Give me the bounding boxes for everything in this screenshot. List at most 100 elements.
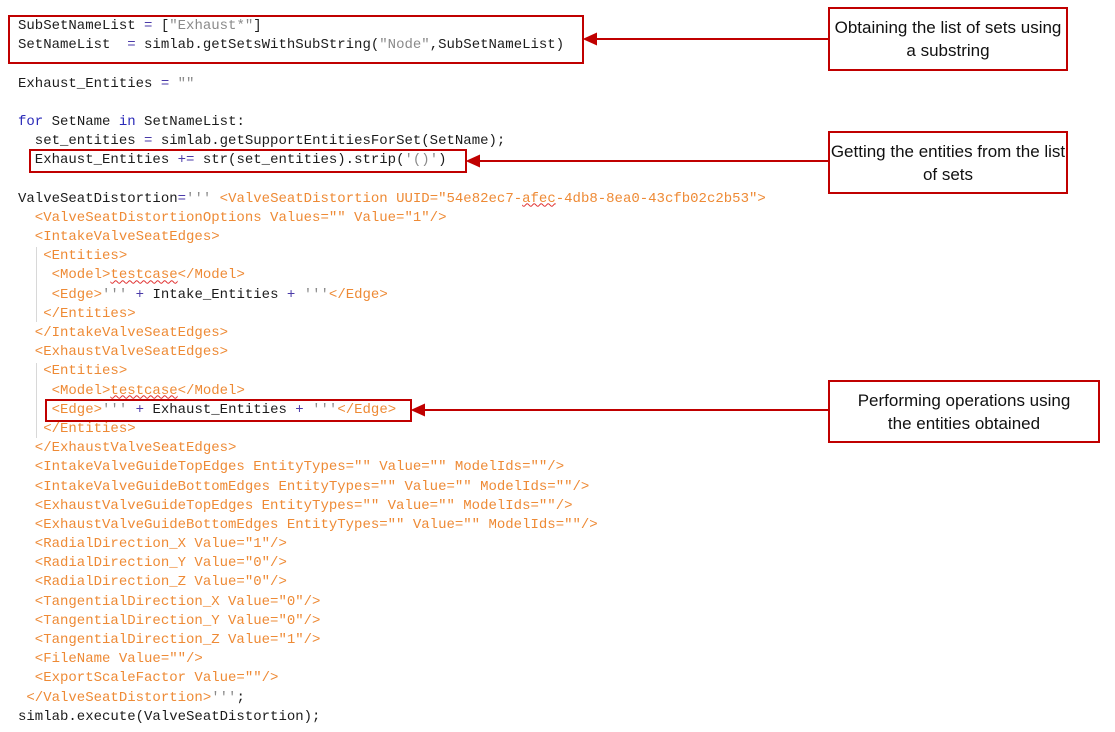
- code-line: </ValveSeatDistortion>''';: [18, 689, 766, 708]
- annotation-text: Obtaining the list of sets using a subst…: [834, 18, 1062, 60]
- code-token: +: [278, 286, 304, 303]
- code-token: <ValveSeatDistortionOptions Values="" Va…: [18, 209, 447, 226]
- code-token: ''': [312, 401, 338, 418]
- code-token: <IntakeValveSeatEdges>: [18, 229, 220, 246]
- code-token: ''': [102, 401, 128, 418]
- code-token: </Entities>: [18, 305, 136, 322]
- code-line: <ExhaustValveGuideTopEdges EntityTypes="…: [18, 497, 766, 516]
- code-token: simlab.getSupportEntitiesForSet(SetName)…: [152, 133, 506, 150]
- code-token: simlab.execute(ValveSeatDistortion);: [18, 708, 321, 725]
- code-line: <IntakeValveGuideTopEdges EntityTypes=""…: [18, 458, 766, 477]
- code-line: <Edge>''' + Intake_Entities + '''</Edge>: [18, 286, 766, 305]
- code-line: set_entities = simlab.getSupportEntities…: [18, 132, 766, 151]
- code-token: <TangentialDirection_X Value="0"/>: [18, 593, 321, 610]
- code-token: </ValveSeatDistortion>: [18, 689, 212, 706]
- code-token: <RadialDirection_X Value="1"/>: [18, 536, 287, 553]
- code-token: =: [160, 75, 170, 92]
- code-line: <Entities>: [18, 247, 766, 266]
- highlight-get-sets: [8, 15, 584, 64]
- code-token: </Edge>: [328, 286, 388, 303]
- code-line: <IntakeValveGuideBottomEdges EntityTypes…: [18, 478, 766, 497]
- code-token: </Model>: [177, 267, 245, 284]
- code-token: ValveSeatDistortion: [18, 190, 178, 207]
- code-line: <ExhaustValveSeatEdges>: [18, 343, 766, 362]
- code-token: -4db8-8ea0-43cfb02c2b53">: [555, 190, 766, 207]
- code-token: simlab.getSetsWithSubString(: [135, 37, 380, 54]
- code-line: <Edge>''' + Exhaust_Entities + '''</Edge…: [18, 401, 766, 420]
- code-token: "Node": [379, 37, 430, 54]
- code-line: Exhaust_Entities = "": [18, 75, 766, 94]
- code-token: <Model>: [18, 382, 111, 399]
- code-token: <ExhaustValveSeatEdges>: [18, 344, 229, 361]
- code-token: <RadialDirection_Y Value="0"/>: [18, 555, 287, 572]
- code-line: for SetName in SetNameList:: [18, 113, 766, 132]
- code-token: testcase: [110, 382, 178, 399]
- code-line: <FileName Value=""/>: [18, 650, 766, 669]
- code-token: Intake_Entities: [152, 286, 279, 303]
- code-token: <RadialDirection_Z Value="0"/>: [18, 574, 287, 591]
- code-token: '()': [404, 152, 439, 169]
- code-editor: SubSetNameList = ["Exhaust*"]SetNameList…: [18, 17, 766, 727]
- code-line: <TangentialDirection_Y Value="0"/>: [18, 612, 766, 631]
- code-token: <ExhaustValveGuideBottomEdges EntityType…: [18, 516, 598, 533]
- arrowhead-icon: [410, 403, 425, 417]
- code-token: ): [438, 152, 447, 169]
- code-token: <Entities>: [18, 363, 128, 380]
- code-line: </ExhaustValveSeatEdges>: [18, 439, 766, 458]
- annotation-text: Getting the entities from the list of se…: [830, 141, 1066, 184]
- code-line: </Entities>: [18, 305, 766, 324]
- code-token: ]: [253, 18, 262, 34]
- code-token: for: [18, 113, 44, 130]
- code-line: </IntakeValveSeatEdges>: [18, 324, 766, 343]
- code-token: <Edge>: [18, 401, 103, 418]
- code-token: <TangentialDirection_Z Value="1"/>: [18, 632, 321, 648]
- code-token: <Edge>: [18, 286, 103, 303]
- code-token: <ExportScaleFactor Value=""/>: [18, 670, 279, 687]
- code-line: Exhaust_Entities += str(set_entities).st…: [18, 151, 766, 170]
- code-line: <ValveSeatDistortionOptions Values="" Va…: [18, 209, 766, 228]
- code-token: ''': [211, 689, 237, 706]
- code-token: </ExhaustValveSeatEdges>: [18, 440, 237, 457]
- code-token: <FileName Value=""/>: [18, 651, 203, 668]
- code-token: in: [118, 113, 136, 130]
- code-token: ''': [303, 286, 329, 303]
- code-token: =: [127, 37, 136, 54]
- code-token: </Entities>: [18, 420, 136, 437]
- code-token: ''': [186, 190, 212, 207]
- code-token: ''': [102, 286, 128, 303]
- code-token: </Edge>: [337, 401, 397, 418]
- code-line: <Model>testcase</Model>: [18, 266, 766, 285]
- code-token: set_entities: [18, 133, 145, 150]
- code-token: <IntakeValveGuideTopEdges EntityTypes=""…: [18, 459, 565, 476]
- code-line: <RadialDirection_X Value="1"/>: [18, 535, 766, 554]
- highlight-edge-operation: [45, 399, 412, 422]
- code-token: afec: [522, 190, 556, 207]
- code-token: ;: [236, 689, 245, 706]
- code-line: ValveSeatDistortion=''' <ValveSeatDistor…: [18, 190, 766, 209]
- annotation-operations: Performing operations using the entities…: [828, 380, 1100, 443]
- code-line: <RadialDirection_Z Value="0"/>: [18, 573, 766, 592]
- code-token: </IntakeValveSeatEdges>: [18, 325, 229, 341]
- code-token: Exhaust_Entities: [18, 75, 161, 92]
- code-token: <Model>: [18, 267, 111, 284]
- code-token: +: [127, 286, 153, 303]
- code-token: str(set_entities).strip(: [194, 152, 405, 169]
- indent-guide: [36, 363, 37, 438]
- code-line: SubSetNameList = ["Exhaust*"]: [18, 17, 766, 36]
- code-line: <ExhaustValveGuideBottomEdges EntityType…: [18, 516, 766, 535]
- code-line: <RadialDirection_Y Value="0"/>: [18, 554, 766, 573]
- code-token: Exhaust_Entities: [152, 401, 287, 418]
- code-line: simlab.execute(ValveSeatDistortion);: [18, 708, 766, 727]
- code-line: <TangentialDirection_Z Value="1"/>: [18, 631, 766, 650]
- code-line: SetNameList = simlab.getSetsWithSubStrin…: [18, 36, 766, 55]
- code-token: <IntakeValveGuideBottomEdges EntityTypes…: [18, 478, 590, 495]
- code-token: <Entities>: [18, 248, 128, 265]
- arrowhead-icon: [465, 154, 480, 168]
- code-token: SubSetNameList: [18, 18, 145, 34]
- code-line: <Entities>: [18, 362, 766, 381]
- code-token: [: [152, 18, 170, 34]
- code-token: <ExhaustValveGuideTopEdges EntityTypes="…: [18, 497, 573, 514]
- code-token: "Exhaust*": [169, 18, 254, 34]
- code-token: +: [127, 401, 153, 418]
